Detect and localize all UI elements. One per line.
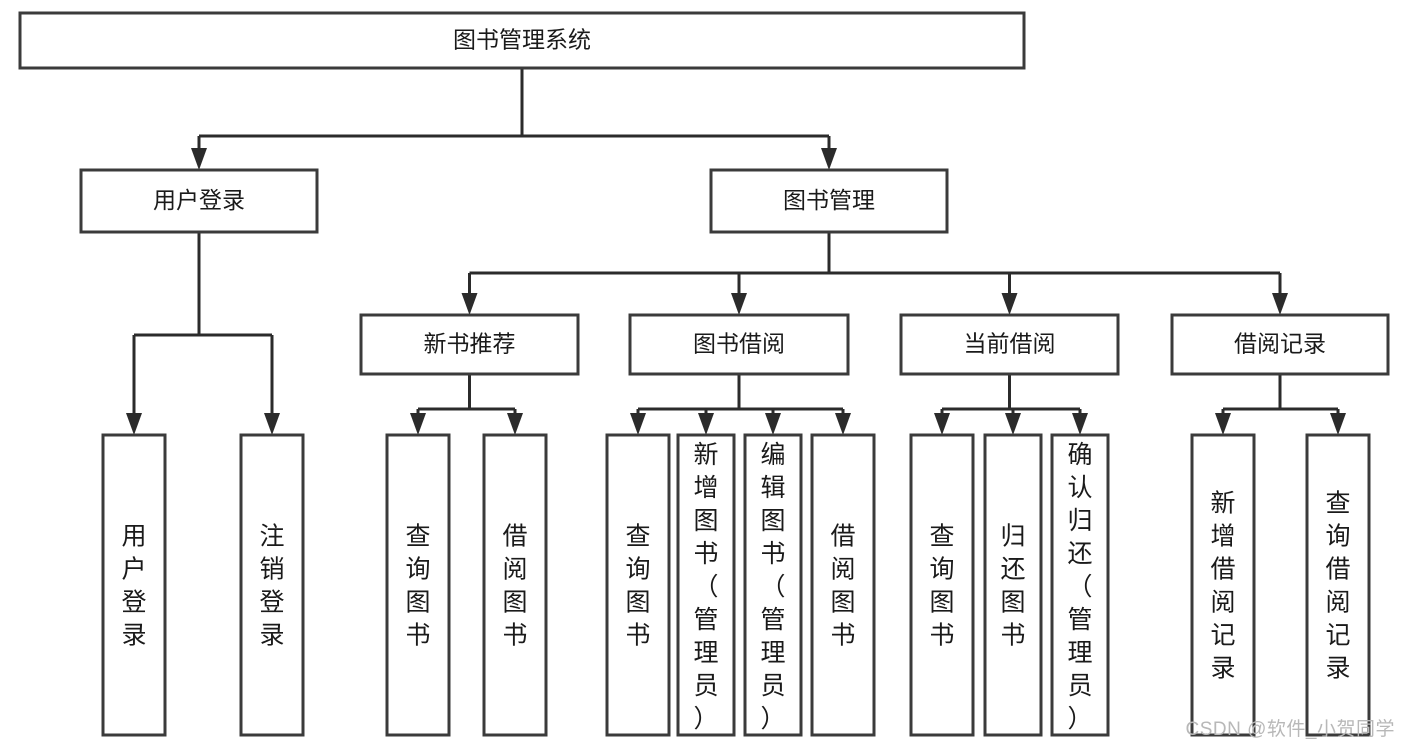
node-new-book-recommend[interactable]: 新书推荐 xyxy=(359,313,580,376)
connector-layer xyxy=(126,68,1346,435)
node-current-borrow[interactable]: 当前借阅 xyxy=(899,313,1120,376)
node-leaf-borrow-book-1[interactable]: 借阅图书 xyxy=(482,433,548,737)
leaf-label: 新增借阅记录 xyxy=(1210,490,1235,683)
node-leaf-user-login[interactable]: 用户登录 xyxy=(101,433,167,737)
csdn-watermark: CSDN @软件_小贺同学 xyxy=(1185,719,1395,740)
leaf-label: 查询图书 xyxy=(625,523,650,650)
node-leaf-query-book-2[interactable]: 查询图书 xyxy=(605,433,671,737)
node-label: 当前借阅 xyxy=(964,331,1056,357)
node-leaf-return-book[interactable]: 归还图书 xyxy=(983,433,1043,737)
node-label: 新书推荐 xyxy=(424,331,516,357)
leaf-label: 用户登录 xyxy=(121,523,146,650)
node-leaf-logout[interactable]: 注销登录 xyxy=(239,433,305,737)
leaf-label: 新增图书（管理员） xyxy=(693,441,718,733)
leaf-label: 借阅图书 xyxy=(830,523,855,650)
node-leaf-query-record[interactable]: 查询借阅记录 xyxy=(1305,433,1371,737)
node-label: 借阅记录 xyxy=(1234,331,1326,357)
node-leaf-borrow-book-2[interactable]: 借阅图书 xyxy=(810,433,876,737)
node-label: 图书借阅 xyxy=(693,331,785,357)
node-book-management[interactable]: 图书管理 xyxy=(709,168,949,234)
node-root-book-management-system[interactable]: 图书管理系统 xyxy=(18,11,1026,70)
node-leaf-edit-book[interactable]: 编辑图书（管理员） xyxy=(743,433,803,737)
leaf-label: 查询图书 xyxy=(929,523,954,650)
node-book-borrow[interactable]: 图书借阅 xyxy=(628,313,850,376)
leaf-label: 归还图书 xyxy=(1000,523,1025,650)
leaf-label: 确认归还（管理员） xyxy=(1067,441,1092,733)
node-leaf-query-book-1[interactable]: 查询图书 xyxy=(385,433,451,737)
node-user-login[interactable]: 用户登录 xyxy=(79,168,319,234)
node-label: 用户登录 xyxy=(153,187,245,213)
node-layer: 图书管理系统用户登录图书管理新书推荐图书借阅当前借阅借阅记录用户登录注销登录查询… xyxy=(18,11,1390,737)
leaf-label: 查询借阅记录 xyxy=(1325,490,1350,683)
node-leaf-query-book-3[interactable]: 查询图书 xyxy=(909,433,975,737)
leaf-label: 注销登录 xyxy=(259,523,284,650)
node-leaf-add-book[interactable]: 新增图书（管理员） xyxy=(676,433,736,737)
node-leaf-confirm-return[interactable]: 确认归还（管理员） xyxy=(1050,433,1110,737)
node-label: 图书管理系统 xyxy=(453,27,591,53)
leaf-label: 编辑图书（管理员） xyxy=(760,441,785,733)
node-leaf-add-record[interactable]: 新增借阅记录 xyxy=(1190,433,1256,737)
leaf-label: 查询图书 xyxy=(405,523,430,650)
node-borrow-record[interactable]: 借阅记录 xyxy=(1170,313,1390,376)
leaf-label: 借阅图书 xyxy=(502,523,527,650)
node-label: 图书管理 xyxy=(783,187,875,213)
